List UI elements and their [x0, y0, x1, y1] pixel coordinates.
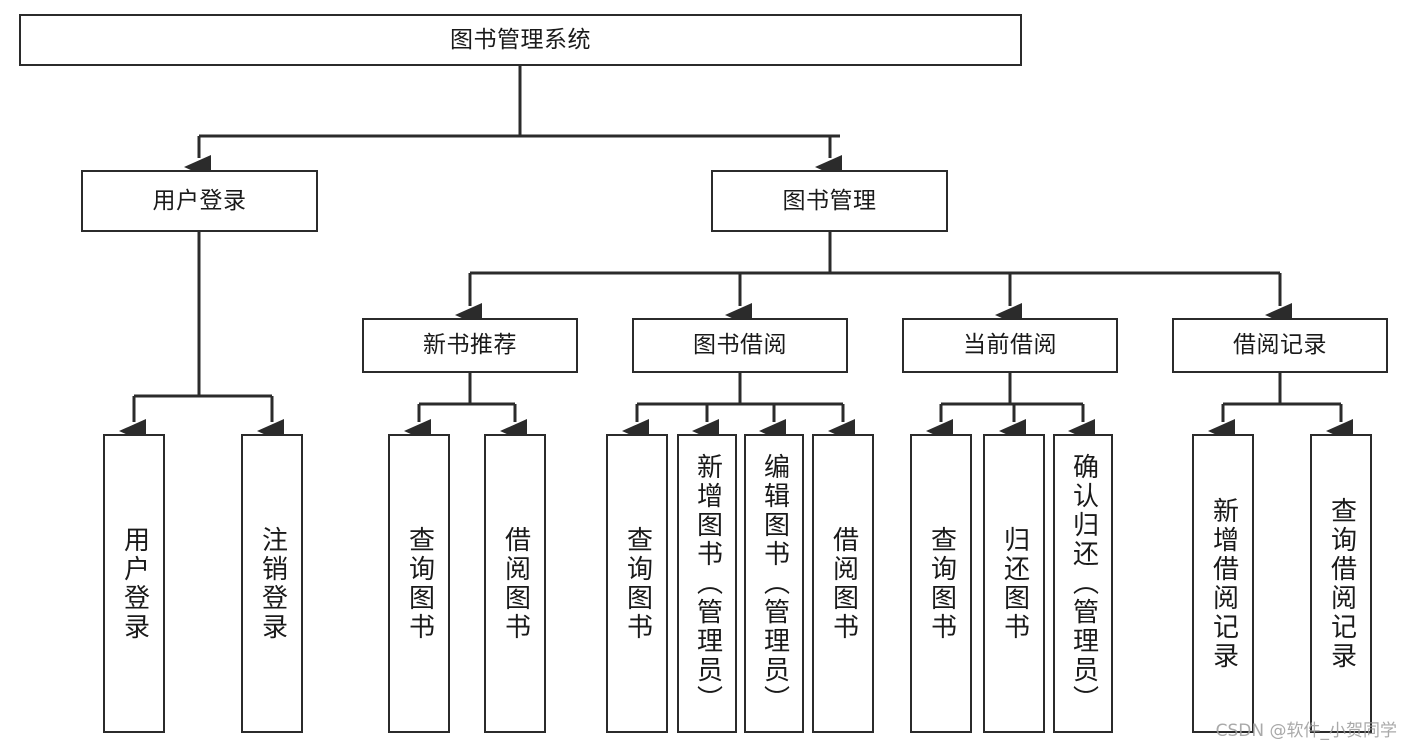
leaf-return-book-label: 归还图书 [999, 525, 1030, 642]
leaf-query-book-1-label: 查询图书 [404, 525, 435, 642]
node-book-manage[interactable]: 图书管理 [711, 170, 948, 232]
leaf-confirm-return-label: 确认归还（管理员） [1068, 453, 1099, 714]
leaf-borrow-book-2[interactable]: 借阅图书 [812, 434, 874, 733]
node-root[interactable]: 图书管理系统 [19, 14, 1022, 66]
node-root-label: 图书管理系统 [450, 26, 591, 53]
leaf-edit-book-label: 编辑图书（管理员） [759, 453, 790, 714]
leaf-borrow-book-1[interactable]: 借阅图书 [484, 434, 546, 733]
node-current-borrow[interactable]: 当前借阅 [902, 318, 1118, 373]
leaf-borrow-book-1-label: 借阅图书 [500, 525, 531, 642]
leaf-user-login-label: 用户登录 [119, 525, 150, 642]
node-current-borrow-label: 当前借阅 [963, 332, 1057, 359]
leaf-user-login[interactable]: 用户登录 [103, 434, 165, 733]
leaf-edit-book[interactable]: 编辑图书（管理员） [744, 434, 804, 733]
node-new-book-rec-label: 新书推荐 [423, 332, 517, 359]
leaf-add-book-label: 新增图书（管理员） [692, 453, 723, 714]
leaf-return-book[interactable]: 归还图书 [983, 434, 1045, 733]
leaf-query-book-2-label: 查询图书 [622, 525, 653, 642]
leaf-query-book-2[interactable]: 查询图书 [606, 434, 668, 733]
node-borrow-record-label: 借阅记录 [1233, 332, 1327, 359]
leaf-confirm-return[interactable]: 确认归还（管理员） [1053, 434, 1113, 733]
leaf-query-book-1[interactable]: 查询图书 [388, 434, 450, 733]
leaf-query-book-3-label: 查询图书 [926, 525, 957, 642]
leaf-user-logout-label: 注销登录 [257, 525, 288, 642]
node-new-book-rec[interactable]: 新书推荐 [362, 318, 578, 373]
node-book-manage-label: 图书管理 [782, 187, 877, 214]
leaf-query-borrow-record-label: 查询借阅记录 [1326, 496, 1357, 671]
node-book-borrow[interactable]: 图书借阅 [632, 318, 848, 373]
leaf-query-borrow-record[interactable]: 查询借阅记录 [1310, 434, 1372, 733]
leaf-query-book-3[interactable]: 查询图书 [910, 434, 972, 733]
leaf-user-logout[interactable]: 注销登录 [241, 434, 303, 733]
node-borrow-record[interactable]: 借阅记录 [1172, 318, 1388, 373]
node-user-login-label: 用户登录 [152, 187, 247, 214]
leaf-add-borrow-record-label: 新增借阅记录 [1208, 496, 1239, 671]
watermark: CSDN @软件_小贺同学 [1215, 721, 1397, 741]
node-user-login[interactable]: 用户登录 [81, 170, 318, 232]
leaf-add-book[interactable]: 新增图书（管理员） [677, 434, 737, 733]
leaf-add-borrow-record[interactable]: 新增借阅记录 [1192, 434, 1254, 733]
node-book-borrow-label: 图书借阅 [693, 332, 787, 359]
leaf-borrow-book-2-label: 借阅图书 [828, 525, 859, 642]
